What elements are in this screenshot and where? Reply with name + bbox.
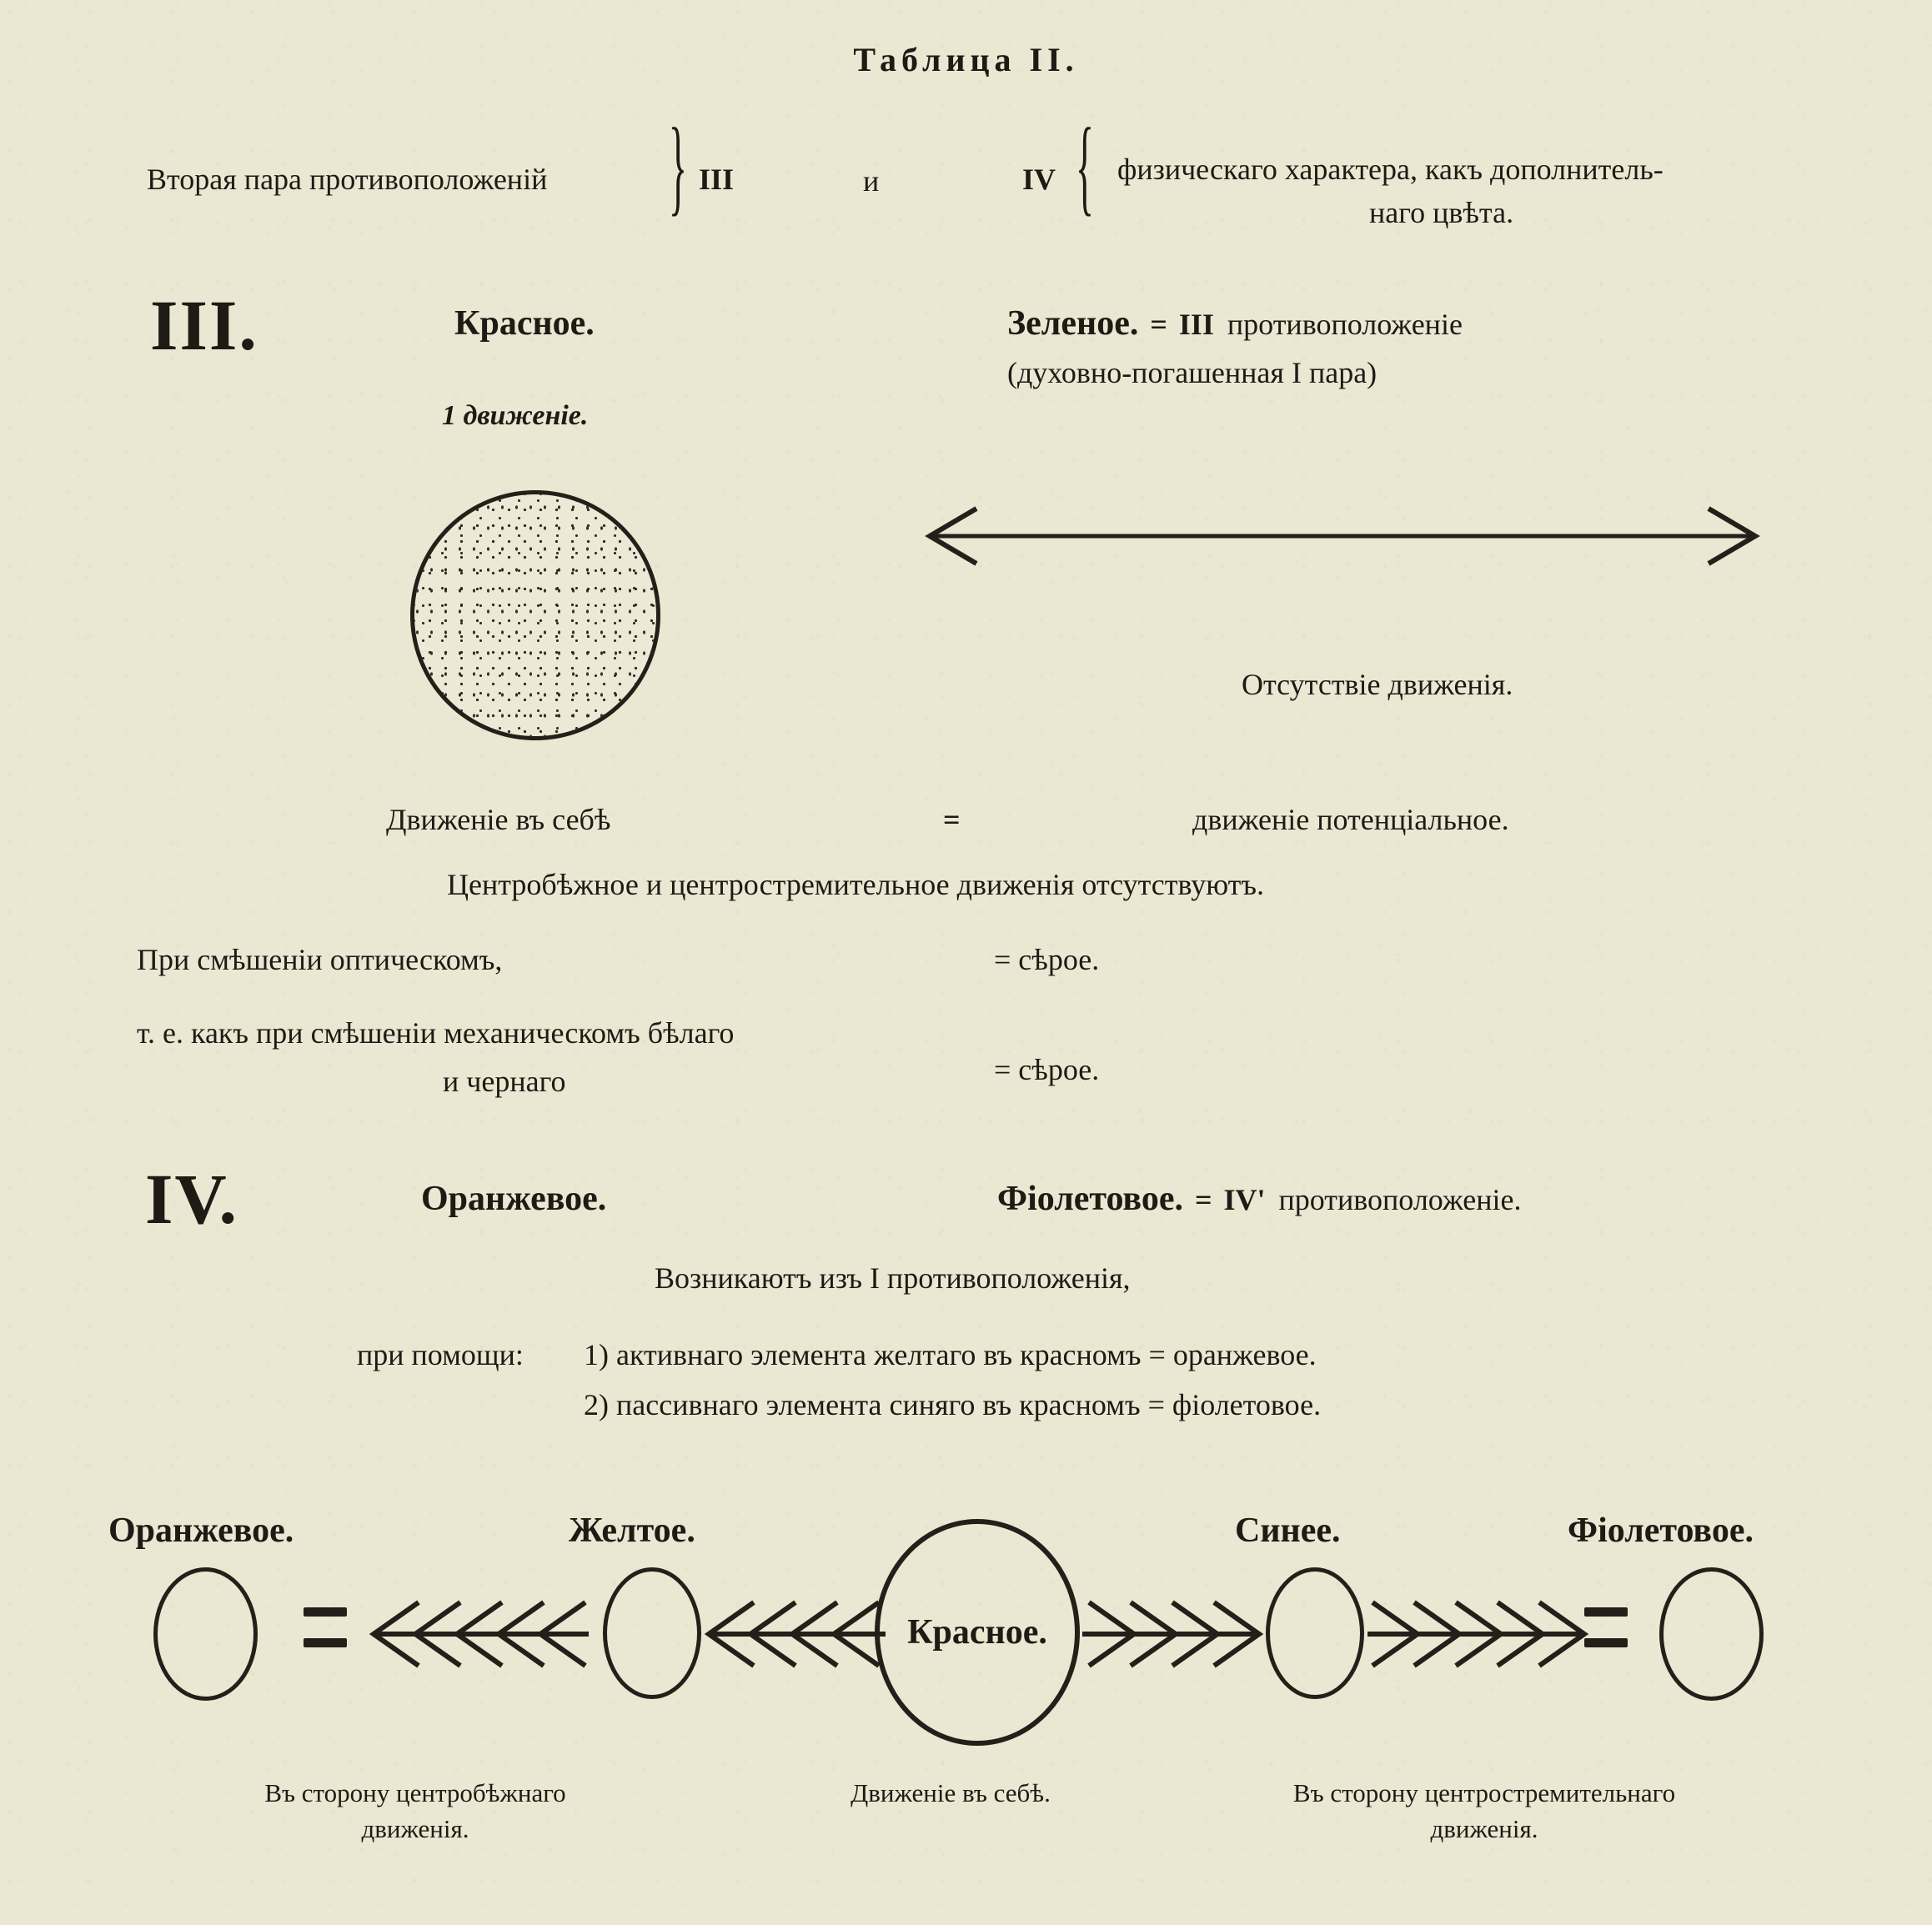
diagram-connector-equals-right — [1584, 1607, 1628, 1647]
section-iv-left-color: Оранжевое. — [421, 1180, 607, 1218]
diagram-caption-centripetal-line-2: движенія. — [1430, 1813, 1538, 1843]
section-iii-movement-label: 1 движеніе. — [442, 400, 589, 431]
header-description-line-1: физическаго характера, какъ дополнитель- — [1117, 153, 1664, 186]
diagram-node-blue — [1266, 1567, 1364, 1699]
section-iii-numeral: III. — [150, 285, 258, 365]
section-iv-means-item-2: 2) пассивнаго элемента синяго въ красном… — [584, 1388, 1322, 1421]
diagram-node-orange — [153, 1567, 258, 1701]
header-roman-left: III — [699, 163, 735, 196]
section-iii-left-color: Красное. — [454, 304, 595, 343]
double-headed-arrow-icon — [921, 499, 1764, 574]
stippled-circle-diagram — [410, 490, 660, 740]
section-iii-eq-right: движеніе потенціальное. — [1192, 803, 1509, 836]
diagram-arrow-centrifugal-inner — [702, 1584, 887, 1688]
brace-close-icon: } — [668, 106, 687, 226]
section-iii-mix-mechanical-result: = сѣрое. — [994, 1053, 1100, 1086]
section-iv-right-tail: противоположеніе. — [1278, 1183, 1522, 1216]
diagram-caption-centrifugal-line-2: движенія. — [361, 1813, 469, 1843]
equals-sign: = — [1150, 308, 1167, 341]
section-iii-right-block: Зеленое. = III противоположеніе (духовно… — [1007, 303, 1463, 390]
diagram-label-blue: Синее. — [1235, 1511, 1341, 1550]
section-iii-mix-mechanical-line-2: и чернаго — [443, 1065, 566, 1098]
section-iv-right-block: Фіолетовое. = IV' противоположеніе. — [997, 1179, 1522, 1219]
section-iii-eq-left: Движеніе въ себѣ — [386, 803, 611, 836]
page-title: Таблица II. — [853, 41, 1079, 78]
section-iii-mix-mechanical-line-1: т. е. какъ при смѣшеніи механическомъ бѣ… — [137, 1016, 735, 1050]
header-lead-text: Вторая пара противоположеній — [147, 163, 548, 196]
header-roman-right: IV — [1022, 163, 1056, 196]
diagram-arrow-centripetal-inner — [1081, 1584, 1266, 1688]
diagram-arrow-centripetal-outer — [1366, 1584, 1591, 1688]
section-iii-eq-sign: = — [943, 803, 961, 836]
diagram-node-red: Красное. — [875, 1519, 1080, 1746]
section-iii-centrifugal-note: Центробѣжное и центростремительное движе… — [447, 868, 1265, 901]
section-iv-right-color: Фіолетовое. — [997, 1180, 1183, 1218]
diagram-node-yellow — [603, 1567, 701, 1699]
section-iii-right-color: Зеленое. — [1007, 304, 1139, 343]
diagram-caption-centrifugal-line-1: Въ сторону центробѣжнаго — [264, 1778, 566, 1807]
section-iii-no-movement: Отсутствіе движенія. — [1242, 668, 1513, 701]
section-iv-means-label: при помощи: — [357, 1338, 524, 1371]
section-iii-mix-optical-result: = сѣрое. — [994, 943, 1100, 976]
diagram-label-red: Красное. — [907, 1613, 1047, 1652]
section-iv-means-item-1: 1) активнаго элемента желтаго въ красном… — [584, 1338, 1317, 1371]
equals-sign: = — [1194, 1183, 1212, 1216]
diagram-label-yellow: Желтое. — [569, 1511, 695, 1550]
diagram-caption-self-movement: Движеніе въ себѣ. — [775, 1776, 1126, 1812]
diagram-arrow-centrifugal-outer — [367, 1584, 592, 1688]
section-iii-right-subtitle: (духовно-погашенная I пара) — [1007, 356, 1377, 389]
section-iv-origin-line: Возникаютъ изъ I противоположенія, — [655, 1261, 1131, 1295]
diagram-caption-centrifugal: Въ сторону центробѣжнаго движенія. — [165, 1776, 665, 1847]
diagram-label-violet: Фіолетовое. — [1568, 1511, 1754, 1550]
diagram-label-orange: Оранжевое. — [108, 1511, 294, 1550]
section-iii-right-tail: противоположеніе — [1227, 308, 1463, 341]
section-iv-numeral: IV. — [145, 1159, 238, 1239]
diagram-node-violet — [1659, 1567, 1764, 1701]
diagram-connector-equals-left — [304, 1607, 347, 1647]
diagram-caption-centripetal: Въ сторону центростремительнаго движенія… — [1176, 1776, 1793, 1847]
brace-open-icon: { — [1075, 106, 1094, 226]
diagram-caption-centripetal-line-1: Въ сторону центростремительнаго — [1292, 1778, 1676, 1807]
diagram-caption-self-movement-line-1: Движеніе въ себѣ. — [851, 1778, 1051, 1807]
header-conjunction: и — [863, 164, 880, 198]
section-iii-mix-optical: При смѣшеніи оптическомъ, — [137, 943, 503, 976]
section-iii-right-roman: III — [1178, 308, 1214, 341]
section-iv-right-roman: IV' — [1223, 1183, 1266, 1216]
header-description-line-2: наго цвѣта. — [1369, 196, 1514, 229]
